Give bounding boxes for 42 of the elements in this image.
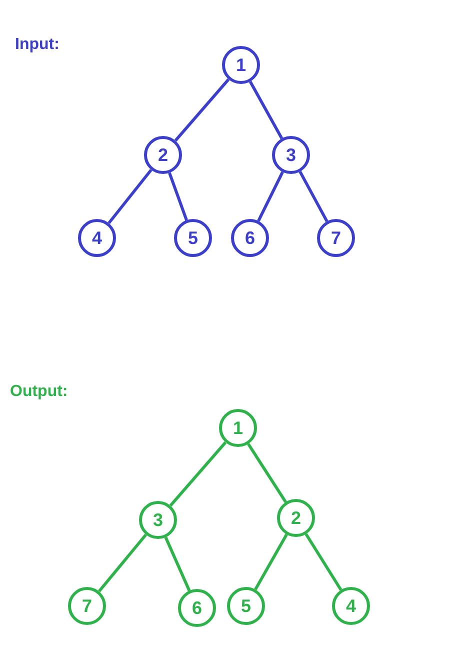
connector-line xyxy=(257,171,284,222)
connector-line xyxy=(108,168,152,224)
connector-line xyxy=(254,534,288,590)
connector-line xyxy=(174,78,230,142)
node-number: 7 xyxy=(330,228,341,248)
tree-node-circle xyxy=(139,501,177,539)
connector-line xyxy=(298,170,328,222)
node-number: 2 xyxy=(290,508,301,528)
connector-line xyxy=(169,441,227,507)
tree-node-circle xyxy=(178,589,216,627)
tree-node-circle xyxy=(317,219,355,257)
node-number: 7 xyxy=(82,596,92,616)
tree-node-circle xyxy=(174,219,212,257)
section-heading: Output: xyxy=(10,383,68,401)
connector-line xyxy=(248,80,284,140)
tree-node-circle xyxy=(272,136,310,174)
node-number: 1 xyxy=(232,418,243,438)
node-number: 4 xyxy=(92,228,102,248)
connector-line xyxy=(247,443,287,503)
connector-line xyxy=(168,172,188,221)
connector-line xyxy=(304,533,342,591)
connector-line xyxy=(164,536,191,592)
node-number: 3 xyxy=(152,510,163,530)
node-number: 2 xyxy=(158,144,168,166)
node-number: 6 xyxy=(244,228,255,248)
tree-node-circle xyxy=(277,499,315,537)
tree-node-circle xyxy=(231,219,269,257)
node-number: 3 xyxy=(286,144,296,166)
node-number: 5 xyxy=(188,228,198,248)
tree-node-circle xyxy=(144,136,182,174)
tree-node-circle xyxy=(219,409,257,447)
tree-node-circle xyxy=(78,219,116,257)
tree-node-circle xyxy=(227,587,265,625)
tree-node-circle xyxy=(222,46,260,84)
connector-line xyxy=(98,534,148,592)
node-number: 5 xyxy=(240,596,251,616)
tree-node-circle xyxy=(68,587,106,625)
tree-node-circle xyxy=(332,587,370,625)
node-number: 1 xyxy=(236,54,246,76)
section-heading: Input: xyxy=(15,36,60,54)
node-number: 6 xyxy=(192,598,202,618)
node-number: 4 xyxy=(346,596,356,616)
